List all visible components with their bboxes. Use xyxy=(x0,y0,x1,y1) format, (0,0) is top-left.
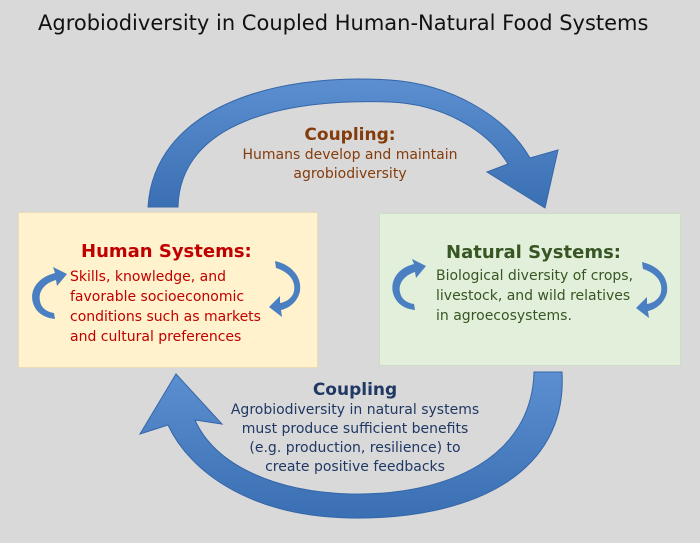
natural-cycle-arrows xyxy=(392,259,668,318)
text-line: Biological diversity of crops, xyxy=(436,268,634,284)
text-line: and cultural preferences xyxy=(70,329,242,345)
text-line: livestock, and wild relatives xyxy=(436,288,631,304)
text-line: conditions such as markets xyxy=(70,309,261,325)
cycle-arrow-left-icon xyxy=(392,259,426,310)
text-line: Agrobiodiversity in natural systems xyxy=(230,402,480,418)
text-line: in agroecosystems. xyxy=(436,308,572,324)
top-coupling-arrow xyxy=(147,78,559,209)
cycle-arrow-right-icon xyxy=(269,261,301,317)
human-systems-box: Human Systems: Skills, knowledge, and fa… xyxy=(18,212,318,368)
text-line: agrobiodiversity xyxy=(293,166,407,182)
cycle-arrow-right-icon xyxy=(636,262,668,318)
human-cycle-arrows xyxy=(32,261,301,319)
natural-systems-box: Natural Systems: Biological diversity of… xyxy=(379,213,681,366)
cycle-arrow-left-icon xyxy=(32,267,67,319)
text-line: create positive feedbacks xyxy=(265,459,445,475)
text-line: Humans develop and maintain xyxy=(242,147,458,163)
bottom-coupling-arrow xyxy=(138,371,563,519)
bottom-coupling-text: Coupling Agrobiodiversity in natural sys… xyxy=(200,379,510,477)
text-line: (e.g. production, resilience) to xyxy=(249,440,461,456)
top-coupling-heading: Coupling: xyxy=(304,125,396,145)
diagram-title: Agrobiodiversity in Coupled Human-Natura… xyxy=(38,11,649,35)
human-systems-heading: Human Systems: xyxy=(81,241,252,262)
human-systems-description: Skills, knowledge, and favorable socioec… xyxy=(70,267,290,347)
text-line: favorable socioeconomic xyxy=(70,289,245,305)
text-line: Skills, knowledge, and xyxy=(70,269,226,285)
top-coupling-text: Coupling: Humans develop and maintain ag… xyxy=(200,124,500,184)
natural-systems-description: Biological diversity of crops, livestock… xyxy=(436,266,646,326)
text-line: must produce sufficient benefits xyxy=(241,421,469,437)
natural-systems-heading: Natural Systems: xyxy=(446,242,621,263)
bottom-coupling-heading: Coupling xyxy=(312,380,398,400)
